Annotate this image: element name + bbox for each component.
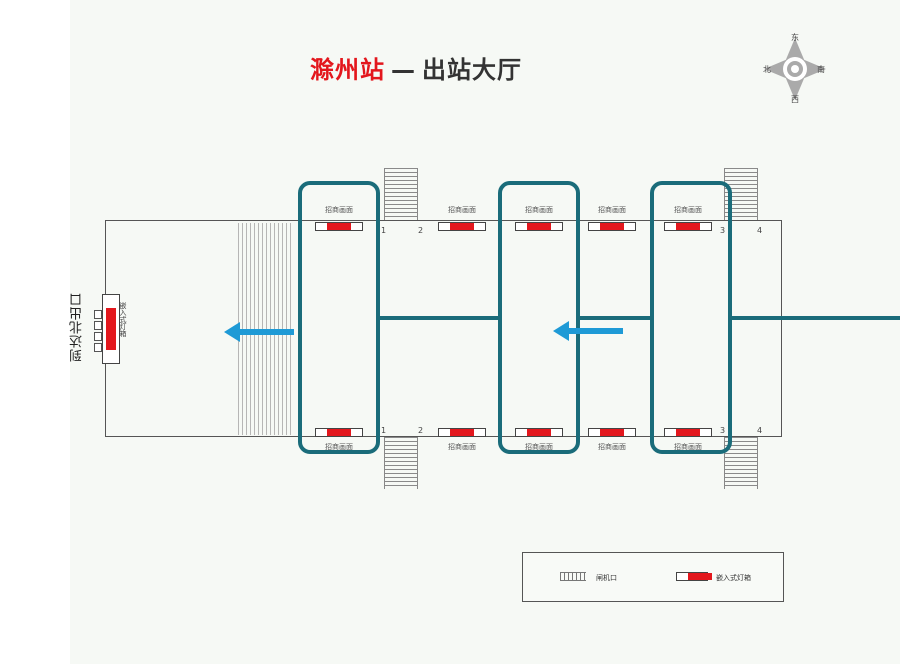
ad-label: 招商画面: [674, 443, 702, 451]
door-square: [94, 332, 102, 341]
lightbox: [438, 222, 486, 231]
compass-west-label: 西: [791, 95, 799, 104]
north-exit-label: 到达北出口: [70, 292, 85, 362]
compass-south-label: 南: [817, 65, 825, 74]
left-arrow-icon: [224, 322, 294, 342]
stair-bottom-1: [384, 437, 418, 489]
stair-number: 1: [381, 426, 387, 435]
ad-label: 招商画面: [448, 206, 476, 214]
stair-number: 2: [418, 226, 424, 235]
connector-line: [731, 316, 900, 320]
legend-lightbox-icon: [676, 572, 712, 581]
lightbox: [664, 428, 712, 437]
stair-number: 4: [757, 226, 763, 235]
connector-line: [580, 316, 650, 320]
compass-rose-icon: [764, 38, 826, 100]
station-name: 滁州站: [310, 56, 385, 84]
ad-label: 招商画面: [325, 206, 353, 214]
left-margin-strip: [0, 0, 70, 664]
hall-name: 出站大厅: [422, 56, 522, 84]
lightbox: [588, 428, 636, 437]
platform-outline-2: [498, 181, 580, 454]
lightbox: [315, 428, 363, 437]
ad-label: 招商画面: [525, 206, 553, 214]
exit-doors: [94, 310, 102, 354]
compass-east-label: 东: [791, 33, 799, 42]
legend-gate-icon: [560, 572, 586, 581]
ad-label: 招商画面: [448, 443, 476, 451]
stair-number: 3: [720, 226, 726, 235]
compass-north-label: 北: [763, 65, 771, 74]
compass-icon: 东 南 西 北: [760, 32, 830, 106]
stair-number: 1: [381, 226, 387, 235]
lightbox: [515, 222, 563, 231]
connector-line: [380, 316, 499, 320]
page-title: 滁州站—出站大厅: [310, 50, 522, 85]
lightbox: [438, 428, 486, 437]
stair-top-1: [384, 168, 418, 220]
ad-label: 招商画面: [598, 443, 626, 451]
ad-label: 招商画面: [598, 206, 626, 214]
ad-label: 招商画面: [525, 443, 553, 451]
legend-lightbox-label: 嵌入式灯箱: [716, 574, 751, 582]
platform-outline-1: [298, 181, 380, 454]
lightbox: [315, 222, 363, 231]
ad-label: 招商画面: [325, 443, 353, 451]
left-arrow-icon: [553, 321, 623, 341]
lightbox: [664, 222, 712, 231]
stair-number: 3: [720, 426, 726, 435]
legend-gate-label: 闸机口: [596, 574, 617, 582]
lightbox: [588, 222, 636, 231]
exit-lightbox-red: [106, 308, 116, 350]
ad-label: 招商画面: [674, 206, 702, 214]
door-square: [94, 310, 102, 319]
stair-number: 4: [757, 426, 763, 435]
platform-outline-3: [650, 181, 732, 454]
title-dash: —: [391, 56, 416, 84]
exit-lightbox-text: 嵌入式灯箱: [119, 302, 127, 337]
door-square: [94, 343, 102, 352]
stair-number: 2: [418, 426, 424, 435]
lightbox: [515, 428, 563, 437]
door-square: [94, 321, 102, 330]
